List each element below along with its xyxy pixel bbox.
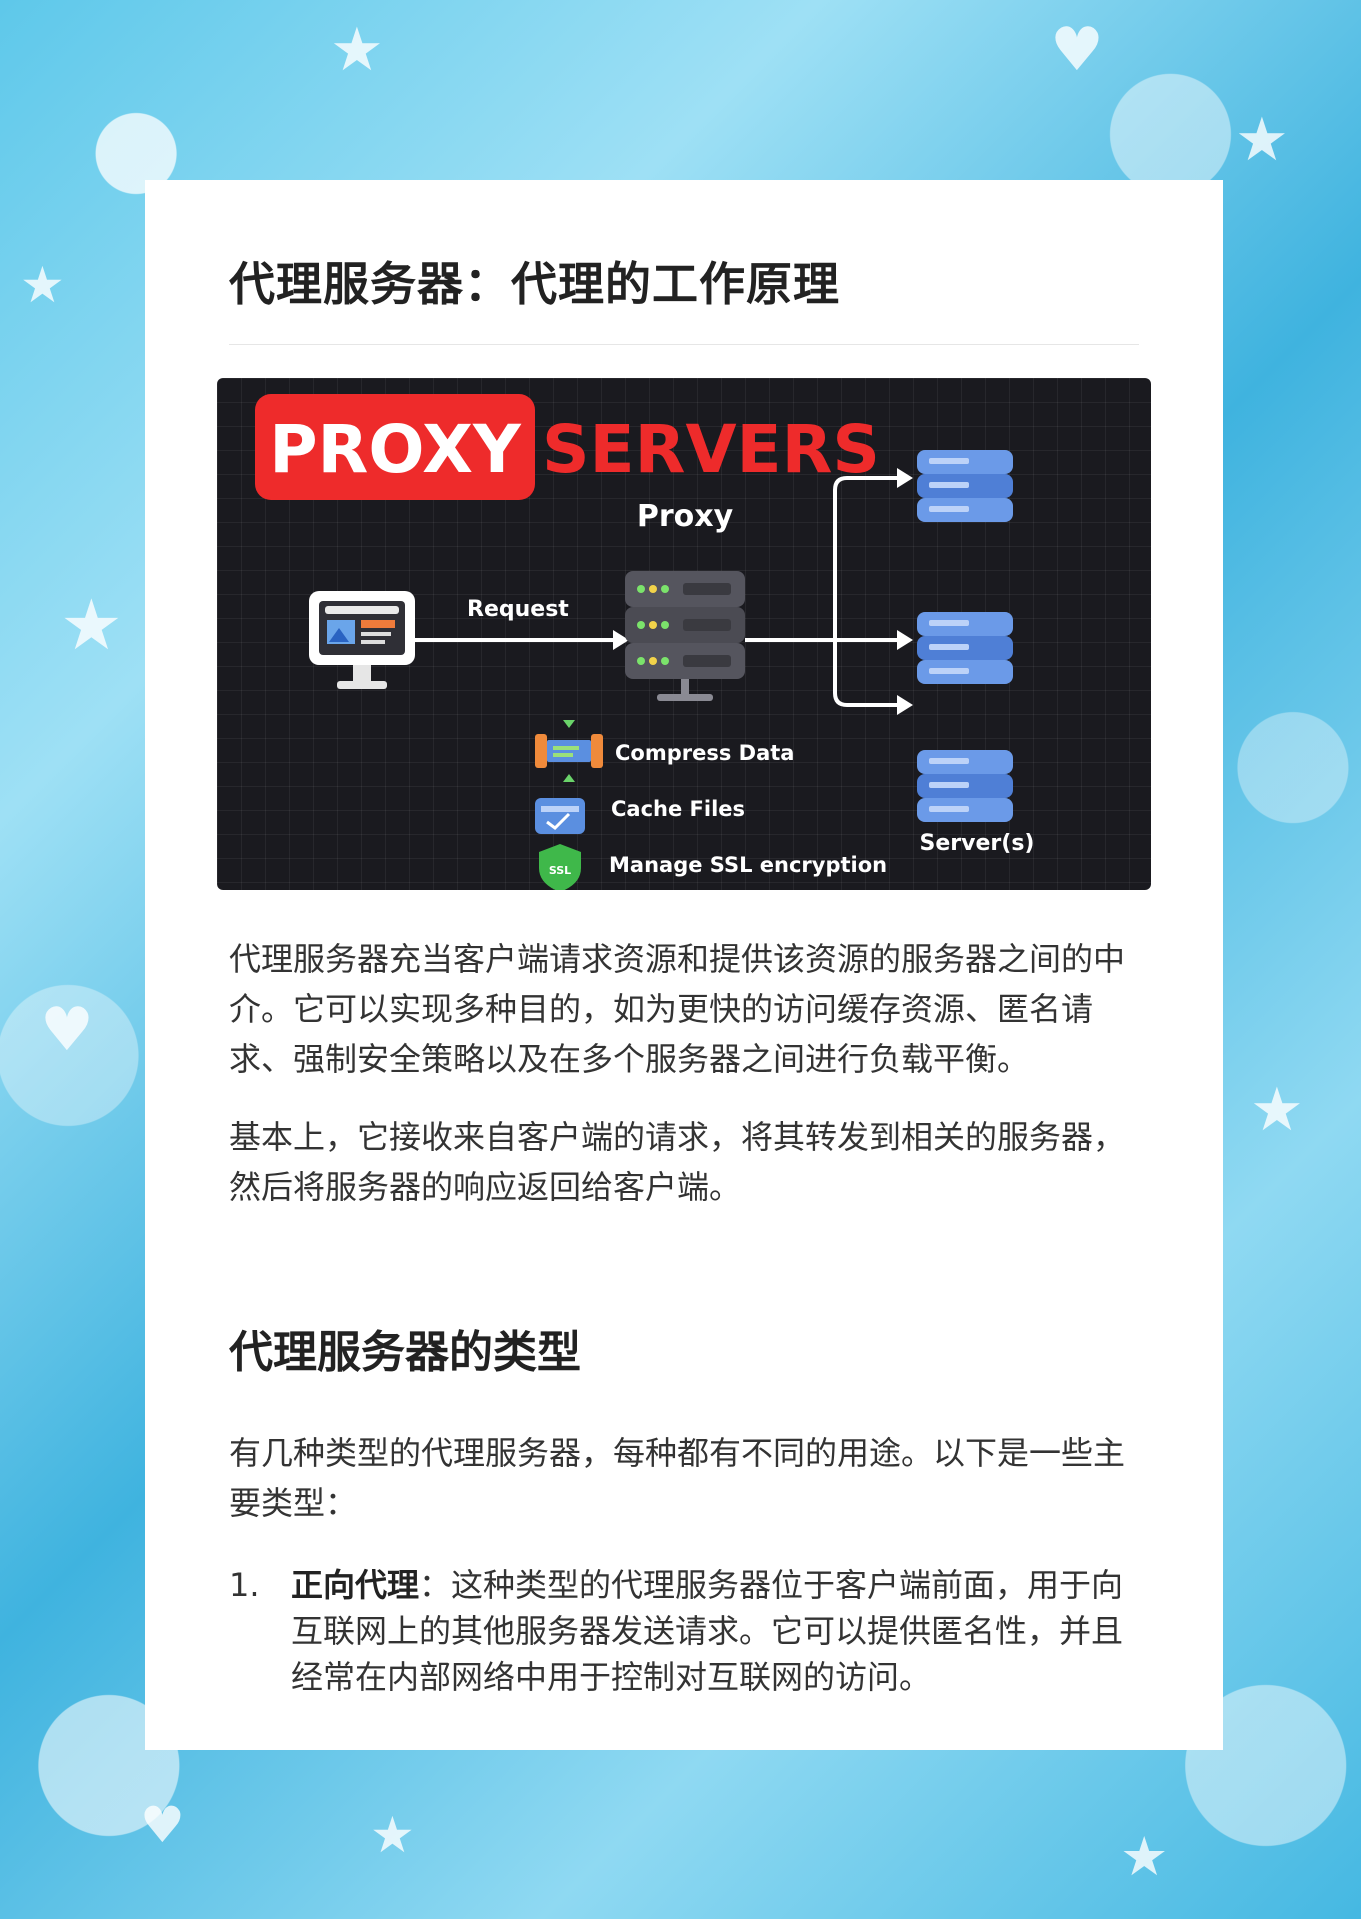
article-card: 代理服务器：代理的工作原理 PROXY SERVERS	[145, 180, 1223, 1750]
cache-files-icon	[535, 798, 585, 834]
compress-data-icon	[535, 720, 603, 782]
list-item-text: 这种类型的代理服务器位于客户端前面，用于向互联网上的其他服务器发送请求。它可以提…	[291, 1566, 1124, 1696]
star-icon: ★	[370, 1806, 415, 1864]
list-item-separator: ：	[419, 1566, 452, 1604]
server-arrows	[745, 476, 901, 707]
star-icon: ★	[1250, 1075, 1304, 1145]
heart-icon: ♥	[140, 1796, 185, 1854]
list-item-term: 正向代理	[291, 1566, 420, 1604]
ssl-badge-text: SSL	[549, 864, 571, 877]
proxy-label: Proxy	[637, 499, 734, 534]
feature-cache-files: Cache Files	[611, 797, 745, 821]
title-badge	[255, 394, 535, 500]
title-word-servers: SERVERS	[542, 411, 880, 488]
star-icon: ★	[20, 256, 65, 314]
ssl-shield-icon: SSL	[539, 844, 581, 890]
title-word-proxy: PROXY	[269, 411, 522, 488]
types-intro-paragraph: 有几种类型的代理服务器，每种都有不同的用途。以下是一些主要类型：	[229, 1434, 1126, 1522]
server-icon	[917, 450, 1013, 522]
client-monitor-icon	[309, 591, 415, 689]
server-icon	[917, 612, 1013, 684]
feature-compress-data: Compress Data	[615, 741, 794, 765]
list-item-number: 1.	[229, 1566, 260, 1604]
heart-icon: ♥	[40, 995, 94, 1065]
proxy-diagram: PROXY SERVERS Request Proxy	[255, 394, 1035, 890]
feature-manage-ssl: Manage SSL encryption	[609, 853, 887, 877]
summary-paragraph: 基本上，它接收来自客户端的请求，将其转发到相关的服务器，然后将服务器的响应返回给…	[229, 1118, 1126, 1206]
proxy-types-list: 1. 正向代理：这种类型的代理服务器位于客户端前面，用于向互联网上的其他服务器发…	[229, 1562, 1139, 1700]
star-icon: ★	[60, 584, 123, 666]
server-icon	[917, 750, 1013, 822]
star-icon: ★	[330, 15, 384, 85]
star-icon: ★	[1120, 1825, 1169, 1888]
proxy-server-icon	[625, 571, 745, 701]
star-icon: ★	[1235, 105, 1289, 175]
section-title: 代理服务器的类型	[229, 1327, 581, 1378]
proxy-diagram-image: PROXY SERVERS Request Proxy	[217, 378, 1151, 890]
intro-paragraph: 代理服务器充当客户端请求资源和提供该资源的服务器之间的中介。它可以实现多种目的，…	[229, 940, 1126, 1078]
list-item: 1. 正向代理：这种类型的代理服务器位于客户端前面，用于向互联网上的其他服务器发…	[229, 1562, 1139, 1700]
heart-icon: ♥	[1050, 15, 1104, 85]
page-title: 代理服务器：代理的工作原理	[229, 248, 1139, 345]
request-label: Request	[467, 597, 569, 622]
servers-label: Server(s)	[920, 831, 1035, 856]
